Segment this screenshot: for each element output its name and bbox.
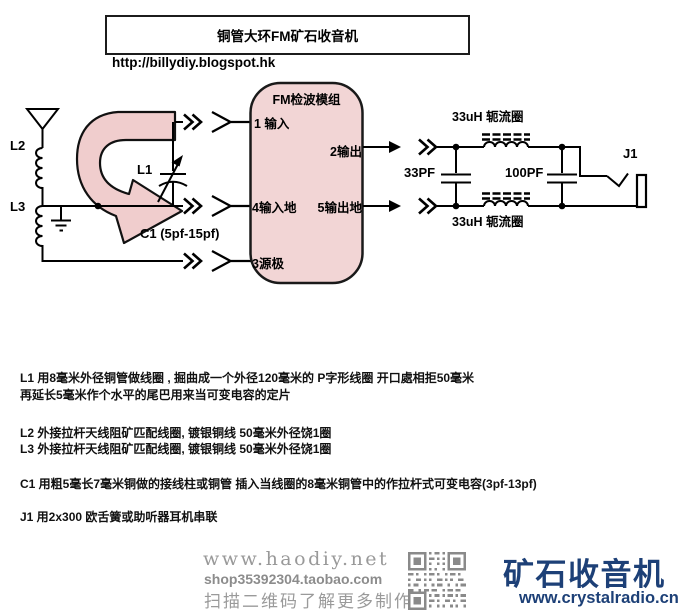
filter-top-rail-choke [437, 141, 607, 177]
loop-arrow-shape [75, 110, 184, 245]
note-j1: J1 用2x300 欧舌簧或助听器耳机串联 [20, 510, 218, 524]
watermark-shop-url: shop35392304.taobao.com [204, 571, 383, 587]
coil-l2 [35, 147, 44, 206]
fm-module-block [249, 81, 364, 285]
label-l3: L3 [10, 199, 26, 214]
label-l1: L1 [137, 162, 153, 177]
label-cap-100pf: 100PF [505, 165, 544, 180]
diagram-title-box: 铜管大环FM矿石收音机 [105, 15, 470, 55]
watermark-site-url: www.haodiy.net [203, 548, 390, 570]
note-l2: L2 外接拉杆天线阻矿匹配线圈, 镀银铜线 50毫米外径饶1圈 [20, 426, 332, 440]
c1-adjust-arrow [157, 163, 179, 203]
junction-dots [94, 143, 566, 210]
note-l1-line2: 再延长5毫米作个水平的尾巴用来当可变电容的定片 [20, 388, 291, 402]
jack-contact [606, 172, 629, 188]
pin2-arrowhead [389, 141, 401, 153]
choke-core-dashes [482, 133, 530, 200]
label-choke-bottom: 33uH 轭流圈 [452, 215, 524, 229]
module-pin3-label: 3源极 [252, 257, 284, 271]
jack-j1-body [635, 173, 648, 209]
ground-icon [51, 206, 71, 232]
module-pin1-label: 1 输入 [254, 117, 290, 131]
module-output-wires [363, 146, 390, 207]
capacitor-33pf [441, 147, 471, 206]
connector-chevrons [183, 113, 438, 270]
brand-logo-text: 矿石收音机 [503, 557, 666, 592]
brand-url: www.crystalradio.cn [519, 589, 679, 607]
note-l3: L3 外接拉杆天线阻矿匹配线圈, 镀银铜线 50毫米外径饶1圈 [20, 442, 332, 456]
page-title: 铜管大环FM矿石收音机 [217, 29, 358, 44]
pin5-arrowhead [389, 200, 401, 212]
qr-code [408, 552, 466, 610]
capacitor-100pf [547, 147, 577, 206]
label-choke-top: 33uH 轭流圈 [452, 110, 524, 124]
coil-l3 [35, 205, 183, 262]
module-pin2-label: 2输出 [330, 145, 362, 159]
label-j1: J1 [623, 146, 638, 161]
author-blog-url: http://billydiy.blogspot.hk [112, 55, 276, 70]
c1-arrowhead [171, 155, 183, 167]
filter-bottom-rail-choke [437, 200, 637, 207]
label-c1-value: C1 (5pf-15pf) [140, 226, 220, 241]
watermark-scan-hint: 扫描二维码了解更多制作 [204, 592, 413, 611]
module-pin4-label: 4输入地 [252, 201, 297, 215]
label-l2: L2 [10, 138, 26, 153]
note-c1: C1 用粗5毫长7毫米铜做的接线柱或铜管 插入当线圈的8毫米铜管中的作拉杆式可变… [20, 477, 537, 491]
module-title: FM检波模组 [272, 93, 341, 107]
connector-forks [211, 110, 251, 273]
label-cap-33pf: 33PF [404, 165, 436, 180]
note-l1-line1: L1 用8毫米外径铜管做线圈 , 掘曲成一个外径120毫米的 P字形线圈 开口處… [20, 371, 475, 385]
module-pin5-label: 5输出地 [317, 201, 362, 215]
antenna-icon [24, 108, 61, 148]
